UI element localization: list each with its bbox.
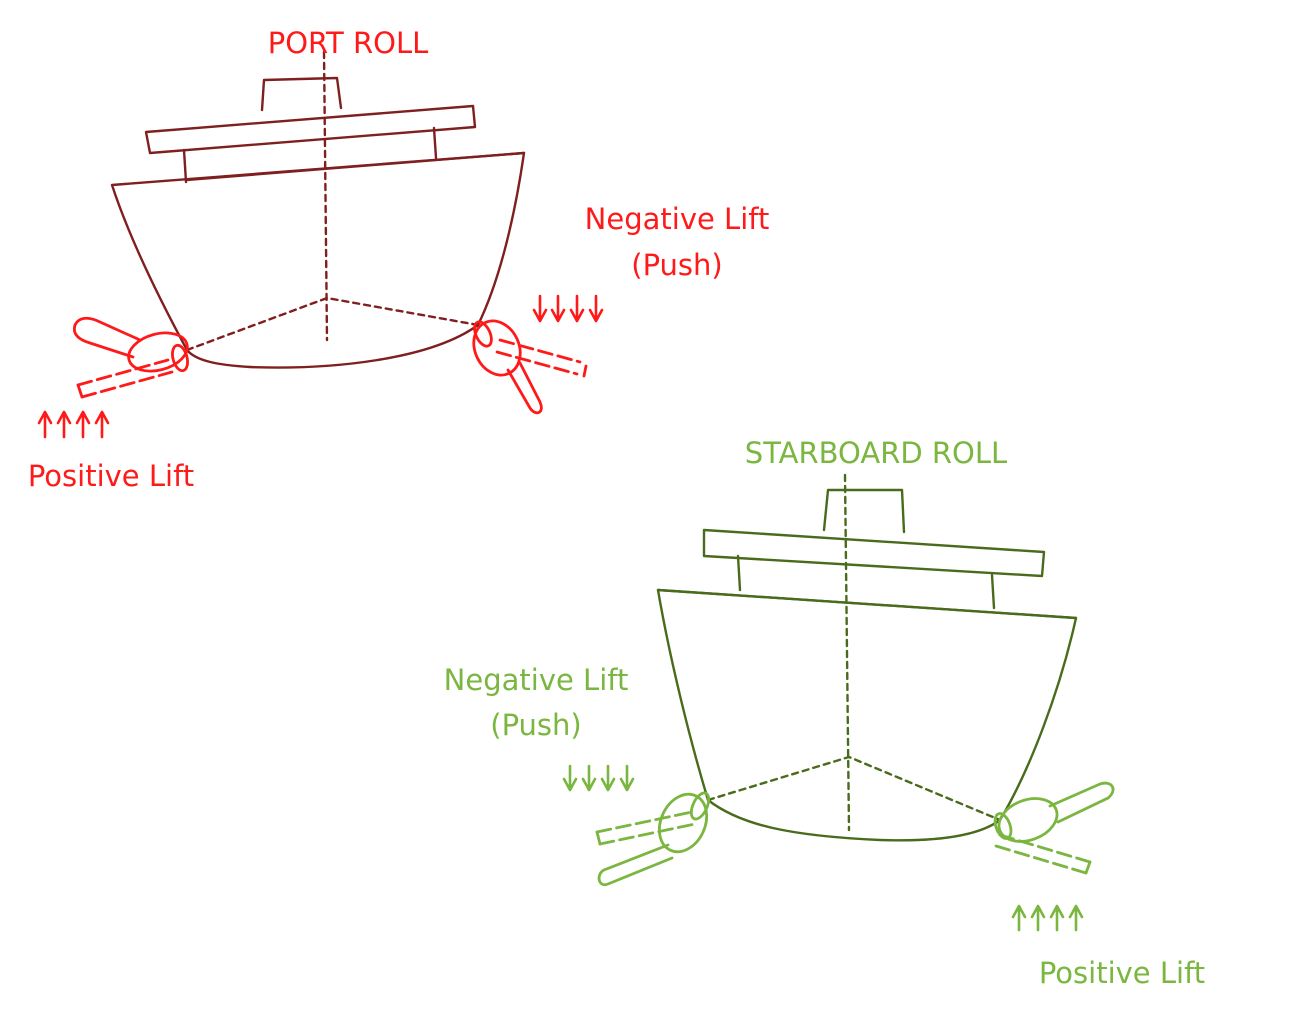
port-right-stabilizer-fin: [472, 319, 588, 415]
port-roll-title: PORT ROLL: [268, 26, 429, 60]
down-arrow-group-icon: [532, 294, 604, 323]
stbd-upper-deck: [702, 528, 1046, 578]
starboard-left-stabilizer-fin: [595, 791, 711, 887]
port-negative-lift-label: Negative Lift: [585, 202, 770, 236]
stbd-funnel: [822, 488, 906, 534]
port-upper-deck: [144, 104, 477, 155]
stbd-keel-dash: [706, 755, 1002, 822]
down-arrow-group-icon: [562, 764, 635, 792]
up-arrow-group-icon: [37, 410, 110, 439]
port-positive-lift-label: Positive Lift: [28, 459, 194, 493]
port-hull: [110, 151, 526, 369]
starboard-negative-lift-label: Negative Lift: [444, 663, 629, 697]
port-left-stabilizer-fin: [72, 316, 189, 399]
port-keel-dash: [185, 296, 480, 352]
up-arrow-group-icon: [1011, 904, 1084, 932]
starboard-roll-title: STARBOARD ROLL: [745, 436, 1007, 470]
starboard-negative-push-label: (Push): [490, 708, 581, 742]
starboard-roll-ship: [656, 473, 1078, 842]
starboard-positive-lift-label: Positive Lift: [1039, 956, 1205, 990]
port-roll-ship: [110, 50, 526, 369]
starboard-right-stabilizer-fin: [993, 781, 1115, 875]
stbd-hull: [656, 588, 1078, 842]
port-centerline: [322, 50, 329, 342]
port-funnel: [260, 76, 343, 112]
stbd-centerline: [843, 473, 851, 832]
port-negative-push-label: (Push): [631, 248, 722, 282]
